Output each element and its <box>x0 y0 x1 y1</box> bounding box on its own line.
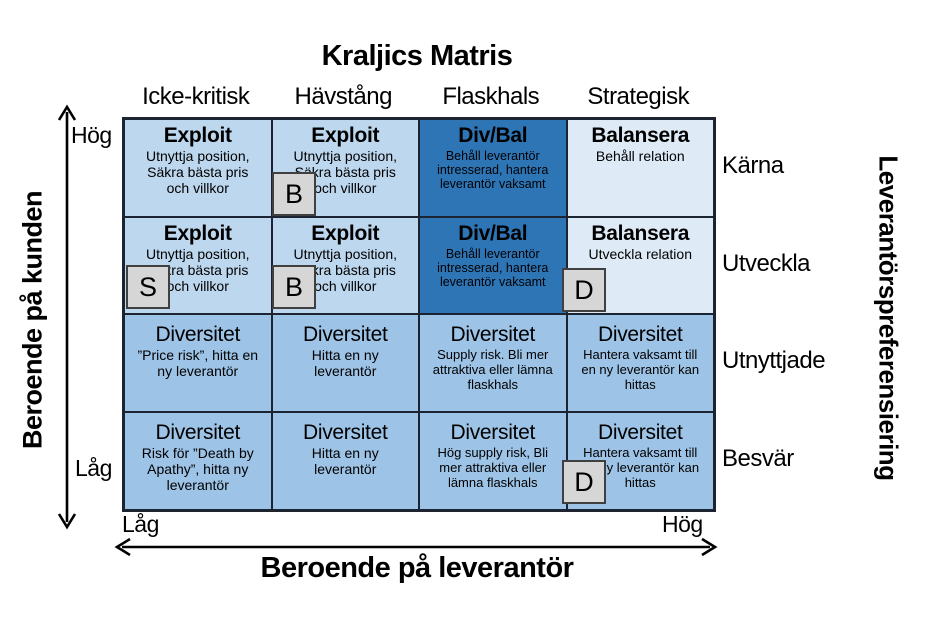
matrix-cell: Diversitet Hitta en ny leverantör <box>271 314 419 412</box>
cell-title: Diversitet <box>597 323 683 346</box>
cell-title: Balansera <box>591 222 690 245</box>
cell-body: Behåll leverantör intresserad, hantera l… <box>437 247 549 290</box>
left-axis-low-label: Låg <box>75 455 112 481</box>
row-label-karna: Kärna <box>722 152 784 179</box>
page-title: Kraljics Matris <box>321 40 513 72</box>
left-axis-title: Beroende på kunden <box>17 190 48 450</box>
matrix-cell: Diversitet Supply risk. Bli mer attrakti… <box>419 314 567 412</box>
cell-title: Exploit <box>311 222 380 245</box>
cell-body: Utnyttja position, Säkra bästa pris och … <box>293 148 398 196</box>
matrix-cell: Diversitet Risk för ”Death by Apathy”, h… <box>124 412 272 510</box>
bottom-axis-high-label: Hög <box>662 511 703 537</box>
right-axis-title: Leverantörspreferensiering <box>873 155 904 481</box>
cell-title: Diversitet <box>155 421 241 444</box>
column-header-icke-kritisk: Icke-kritisk <box>142 83 250 110</box>
cell-body: Utnyttja position, Säkra bästa pris och … <box>146 246 250 294</box>
cell-title: Diversitet <box>450 323 536 346</box>
cell-title: Diversitet <box>155 323 241 346</box>
supplier-badge-d: D <box>562 460 606 504</box>
supplier-badge-s: S <box>126 265 170 309</box>
cell-title: Exploit <box>311 124 380 147</box>
bottom-axis-low-label: Låg <box>122 511 159 537</box>
vertical-double-arrow <box>57 104 77 530</box>
matrix-cell: Balansera Behåll relation <box>566 119 714 217</box>
matrix-cell: Diversitet Hantera vaksamt till en ny le… <box>566 314 714 412</box>
cell-body: ”Price risk”, hitta en ny leverantör <box>137 347 259 379</box>
row-label-besvar: Besvär <box>722 445 794 472</box>
cell-title: Diversitet <box>597 421 683 444</box>
cell-body: Hantera vaksamt till en ny leverantör ka… <box>581 347 700 392</box>
cell-body: Behåll leverantör intresserad, hantera l… <box>437 149 549 192</box>
matrix-cell: Diversitet Hög supply risk, Bli mer attr… <box>419 412 567 510</box>
column-headers: Icke-kritisk Hävstång Flaskhals Strategi… <box>122 83 712 111</box>
cell-body: Utveckla relation <box>588 246 693 263</box>
kraljic-matrix-grid: Exploit Utnyttja position, Säkra bästa p… <box>122 117 716 512</box>
cell-body: Risk för ”Death by Apathy”, hitta ny lev… <box>141 445 254 493</box>
matrix-cell: Diversitet ”Price risk”, hitta en ny lev… <box>124 314 272 412</box>
column-header-strategisk: Strategisk <box>587 83 690 110</box>
row-label-utveckla: Utveckla <box>722 249 811 277</box>
matrix-cell: Exploit Utnyttja position, Säkra bästa p… <box>124 119 272 217</box>
left-axis-high-label: Hög <box>71 122 112 148</box>
cell-body: Supply risk. Bli mer attraktiva eller lä… <box>432 347 553 392</box>
cell-title: Diversitet <box>450 421 536 444</box>
cell-title: Div/Bal <box>458 222 528 245</box>
cell-title: Diversitet <box>302 323 388 346</box>
cell-body: Hitta en ny leverantör <box>311 347 379 379</box>
supplier-badge-b: B <box>272 265 316 309</box>
row-labels: Kärna Utveckla Utnyttjade Besvär <box>722 117 826 508</box>
matrix-cell: Diversitet Hitta en ny leverantör <box>271 412 419 510</box>
cell-title: Div/Bal <box>458 124 528 147</box>
matrix-cell: Div/Bal Behåll leverantör intresserad, h… <box>419 119 567 217</box>
column-header-havstang: Hävstång <box>294 83 393 110</box>
cell-title: Diversitet <box>302 421 388 444</box>
cell-body: Hantera vaksamt till en ny leverantör ka… <box>581 445 700 490</box>
horizontal-double-arrow <box>114 537 718 557</box>
cell-title: Exploit <box>163 124 232 147</box>
row-label-utnyttjade: Utnyttjade <box>722 347 826 374</box>
cell-body: Utnyttja position, Säkra bästa pris och … <box>146 148 250 196</box>
column-header-flaskhals: Flaskhals <box>442 83 540 110</box>
cell-body: Hög supply risk, Bli mer attraktiva elle… <box>437 445 549 490</box>
cell-title: Exploit <box>163 222 232 245</box>
cell-title: Balansera <box>591 124 690 147</box>
supplier-badge-d: D <box>562 268 606 312</box>
supplier-badge-b: B <box>272 172 316 216</box>
bottom-axis-title: Beroende på leverantör <box>260 552 574 584</box>
cell-body: Behåll relation <box>595 148 685 165</box>
cell-body: Hitta en ny leverantör <box>311 445 379 477</box>
cell-body: Utnyttja position, Säkra bästa pris och … <box>293 246 398 294</box>
matrix-cell: Div/Bal Behåll leverantör intresserad, h… <box>419 217 567 314</box>
